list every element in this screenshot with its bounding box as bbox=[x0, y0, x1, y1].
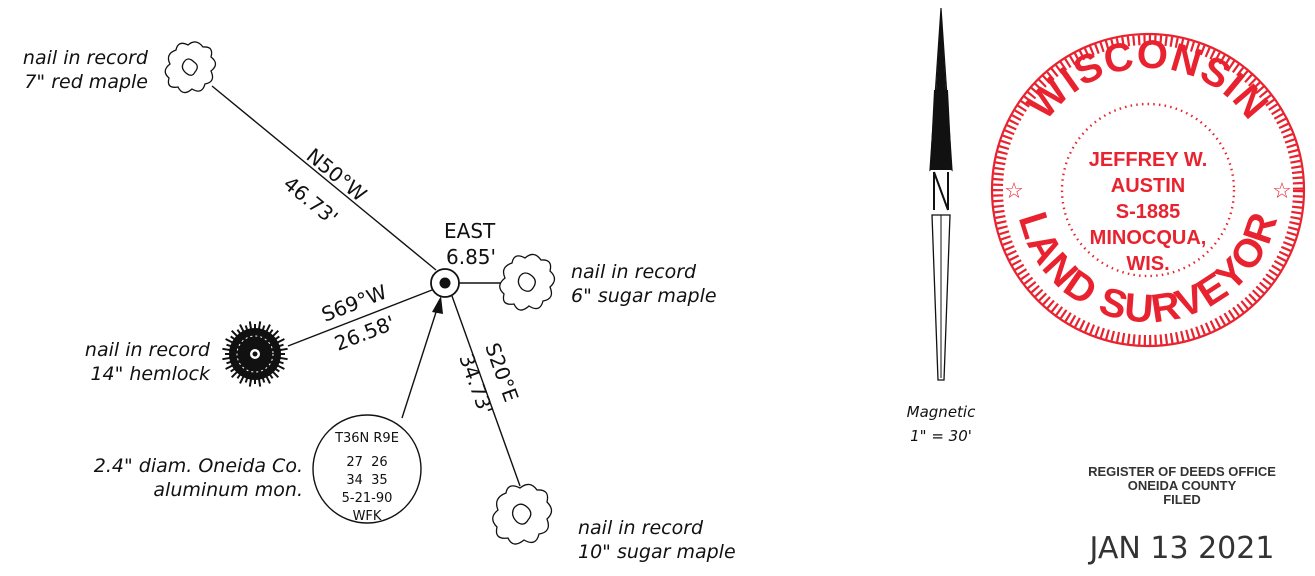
tie-line-nw bbox=[211, 85, 437, 271]
stamp-line3: FILED bbox=[1163, 492, 1201, 507]
hemlock-spike bbox=[225, 363, 236, 370]
tree-sugar-maple-6in-icon bbox=[499, 253, 556, 311]
cap-line-3: 34 35 bbox=[346, 473, 387, 488]
hemlock-spike bbox=[222, 347, 234, 352]
tree-hemlock-icon bbox=[222, 321, 288, 387]
tree-sugar-maple-10in-icon bbox=[492, 483, 553, 545]
hemlock-spike bbox=[267, 329, 274, 337]
label-sugar-maple-6-line1: nail in record bbox=[571, 261, 697, 283]
hemlock-spike bbox=[257, 375, 262, 387]
east-direction: EAST bbox=[444, 219, 496, 243]
hemlock-spike bbox=[230, 366, 238, 373]
hemlock-spike bbox=[264, 373, 271, 384]
bearing-labels: N50°W 46.73' S69°W 26.58' S20°E 34.73' bbox=[279, 143, 524, 417]
seal-state: WIS. bbox=[1126, 253, 1169, 275]
monument-cap: T36N R9E 27 26 34 35 5-21-90 WFK bbox=[312, 414, 422, 524]
label-sugar-maple-10-line1: nail in record bbox=[578, 517, 704, 539]
hemlock-spike bbox=[264, 324, 271, 335]
east-distance: 6.85' bbox=[446, 245, 496, 269]
hemlock-spike bbox=[274, 363, 285, 370]
surveyor-seal: WISCONSIN LAND SURVEYOR ☆ ☆ JEFFREY W. A… bbox=[990, 33, 1306, 348]
hemlock-spike bbox=[239, 373, 246, 384]
north-arrow-label: Magnetic bbox=[907, 403, 976, 421]
hemlock-spike bbox=[244, 325, 250, 334]
hemlock-spike bbox=[244, 374, 250, 383]
hemlock-spike bbox=[269, 368, 280, 379]
hemlock-spike bbox=[272, 335, 280, 342]
seal-top-text: WISCONSIN bbox=[1019, 33, 1276, 128]
label-red-maple-line1: nail in record bbox=[23, 47, 149, 69]
hemlock-spike bbox=[230, 329, 241, 340]
recording-stamp: REGISTER OF DEEDS OFFICE ONEIDA COUNTY F… bbox=[1088, 464, 1277, 566]
hemlock-spike bbox=[230, 335, 238, 342]
hemlock-spike bbox=[274, 338, 285, 345]
tie-lines bbox=[211, 85, 521, 487]
hemlock-spike bbox=[248, 375, 253, 387]
label-sugar-maple-10-line2: 10" sugar maple bbox=[578, 541, 736, 563]
cap-line-4: 5-21-90 bbox=[342, 491, 393, 506]
hemlock-spike bbox=[276, 347, 288, 352]
stamp-line2: ONEIDA COUNTY bbox=[1128, 478, 1237, 493]
tree-labels: nail in record 7" red maple nail in reco… bbox=[23, 47, 736, 563]
tree-red-maple-icon bbox=[164, 41, 217, 94]
hemlock-spike bbox=[269, 329, 280, 340]
scale-text: 1" = 30' bbox=[910, 427, 972, 445]
hemlock-spike bbox=[225, 338, 236, 345]
hemlock-spike bbox=[236, 371, 243, 379]
hemlock-spike bbox=[257, 321, 262, 333]
hemlock-spike bbox=[226, 359, 235, 365]
seal-city: MINOCQUA, bbox=[1090, 227, 1207, 249]
monument-symbol bbox=[430, 268, 460, 298]
cap-line-1: T36N R9E bbox=[334, 431, 399, 446]
hemlock-spike bbox=[239, 324, 246, 335]
cap-line-2: 27 26 bbox=[346, 455, 387, 470]
hemlock-spike bbox=[276, 356, 288, 361]
seal-name-line1: JEFFREY W. bbox=[1089, 149, 1208, 171]
hemlock-spike bbox=[275, 343, 284, 349]
hemlock-spike bbox=[230, 368, 241, 379]
hemlock-spike bbox=[260, 325, 266, 334]
hemlock-spike bbox=[275, 359, 284, 365]
monument-desc-line1: 2.4" diam. Oneida Co. bbox=[94, 455, 303, 477]
hemlock-spike bbox=[248, 321, 253, 333]
tie-line-w bbox=[287, 289, 433, 347]
hemlock-spike bbox=[267, 371, 274, 379]
tie-line-se bbox=[451, 295, 521, 487]
label-hemlock-line2: 14" hemlock bbox=[90, 363, 211, 385]
stamp-line1: REGISTER OF DEEDS OFFICE bbox=[1088, 464, 1276, 479]
seal-star-left-icon: ☆ bbox=[1004, 179, 1024, 204]
hemlock-spike bbox=[272, 366, 280, 373]
monument-desc-line2: aluminum mon. bbox=[153, 479, 303, 501]
stamp-date: JAN 13 2021 bbox=[1088, 531, 1275, 566]
label-sugar-maple-6-line2: 6" sugar maple bbox=[571, 285, 717, 307]
tree-symbols bbox=[164, 41, 556, 545]
label-red-maple-line2: 7" red maple bbox=[24, 71, 148, 93]
hemlock-spike bbox=[226, 343, 235, 349]
label-hemlock-line1: nail in record bbox=[85, 339, 211, 361]
hemlock-spike bbox=[236, 329, 243, 337]
monument-leader bbox=[401, 296, 443, 419]
seal-name-line2: AUSTIN bbox=[1111, 175, 1185, 197]
cap-line-5: WFK bbox=[353, 509, 382, 524]
hemlock-spike bbox=[222, 356, 234, 361]
seal-star-right-icon: ☆ bbox=[1272, 179, 1292, 204]
north-arrow-icon bbox=[929, 7, 953, 381]
hemlock-spike bbox=[260, 374, 266, 383]
seal-license: S-1885 bbox=[1116, 201, 1181, 223]
